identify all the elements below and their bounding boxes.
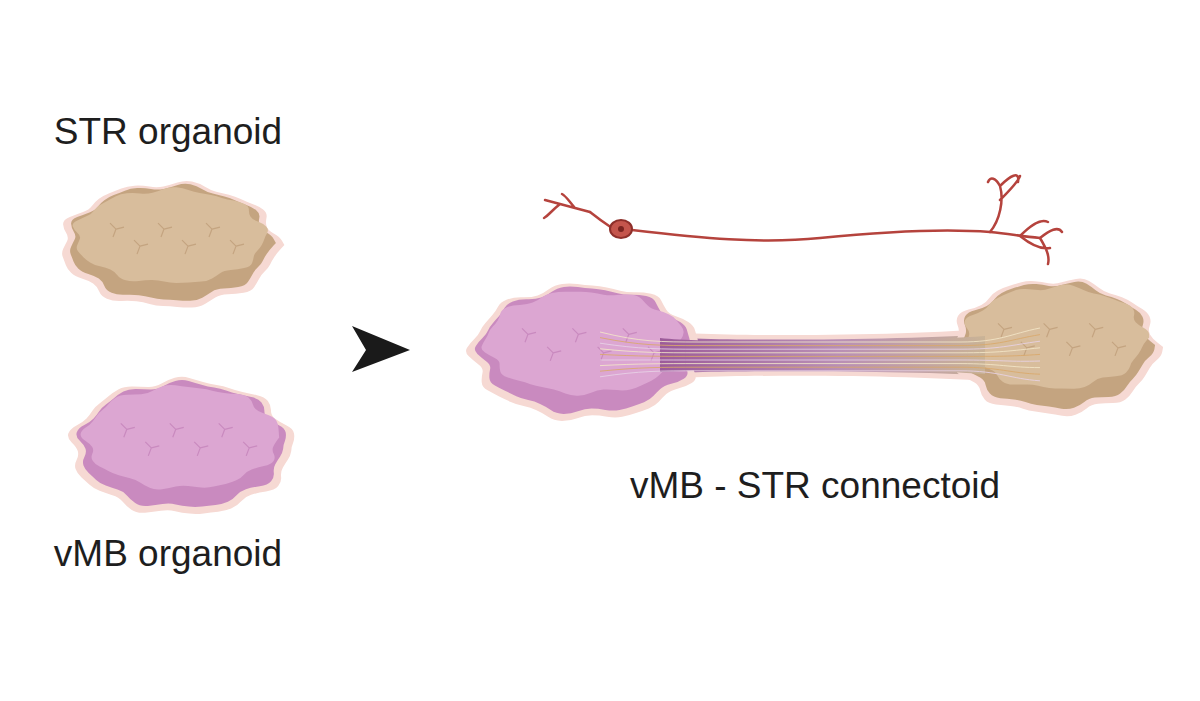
neuron (544, 175, 1062, 264)
organoid-halo (62, 181, 284, 307)
organoid-crease (1044, 323, 1058, 337)
organoid-crease (1066, 342, 1080, 356)
organoid-crease (194, 442, 208, 456)
organoid-crease (158, 223, 172, 237)
neuron-soma (610, 220, 632, 238)
organoid-body (960, 282, 1155, 410)
organoid-top (73, 187, 268, 283)
organoid-crease (206, 223, 220, 237)
axon-band (640, 334, 1000, 376)
caption-label: vMB - STR connectoid (630, 466, 1000, 507)
organoid-body (70, 184, 276, 301)
organoid-crease (230, 240, 244, 254)
str-organoid (62, 181, 284, 307)
organoid-crease (547, 347, 561, 361)
organoid-body (76, 380, 286, 507)
organoid-crease (522, 328, 536, 342)
axon-fiber (600, 354, 1040, 356)
axon-fiber (600, 328, 1040, 342)
organoid-crease (170, 423, 184, 437)
organoid-crease (1112, 342, 1126, 356)
organoid-body (475, 286, 690, 413)
axon-fiber (600, 348, 1040, 353)
axon-fiber (600, 341, 1040, 349)
organoid-top (81, 385, 280, 490)
caption-label: vMB organoid (54, 534, 282, 575)
organoid-crease (110, 223, 124, 237)
organoid-crease (572, 328, 586, 342)
caption-label: STR organoid (54, 112, 282, 153)
organoid-crease (219, 423, 233, 437)
organoid-top (481, 292, 686, 396)
organoid-crease (182, 240, 196, 254)
axon-fiber (600, 360, 1040, 361)
organoid-crease (134, 240, 148, 254)
vmb-organoid (68, 377, 294, 514)
organoid-crease (623, 328, 637, 342)
organoid-crease (121, 423, 135, 437)
organoid-crease (145, 442, 159, 456)
arrow-head (352, 326, 410, 372)
organoid-crease (1089, 323, 1103, 337)
axon-fiber (600, 335, 1040, 346)
axon-fiber (600, 371, 1040, 381)
organoid-halo (68, 377, 294, 514)
organoid-crease (243, 442, 257, 456)
